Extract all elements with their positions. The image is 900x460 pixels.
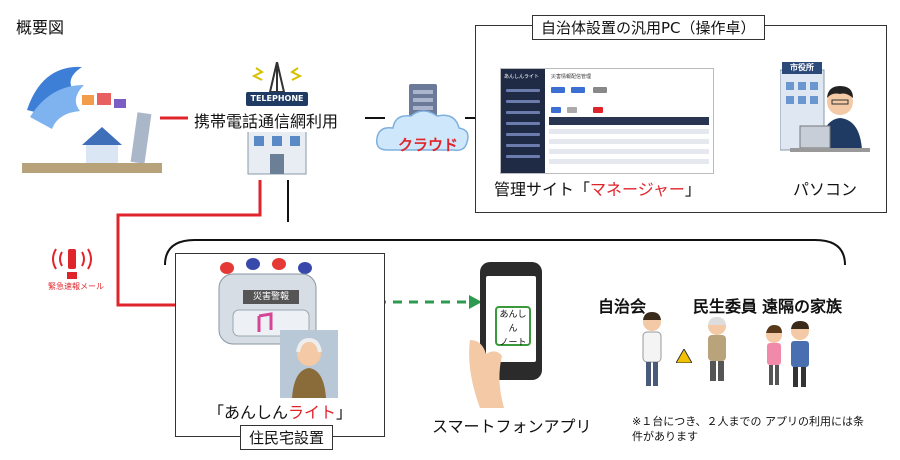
elderly-person-illustration xyxy=(280,330,338,398)
smartphone: あんしん ノート xyxy=(480,262,542,380)
mobile-network-label: 携帯電話通信網利用 xyxy=(192,108,341,132)
pc-label: パソコン xyxy=(793,180,858,199)
group-brace xyxy=(164,239,846,266)
manager-header: 災害情報配信管理 xyxy=(551,74,592,80)
warning-sign-icon xyxy=(675,347,693,364)
emergency-mail-label: 緊急速報メール xyxy=(48,282,104,291)
group-label-welfare: 民生委員 xyxy=(693,297,758,316)
manager-app-name: あんしんライト xyxy=(504,74,540,80)
anshin-light-label: 「あんしんライト」 xyxy=(208,403,353,422)
neighborhood-person-icon xyxy=(636,310,668,390)
welfare-person-icon xyxy=(700,315,734,385)
disaster-illustration xyxy=(22,55,162,175)
telephone-sign: TELEPHONE xyxy=(250,94,304,103)
mail-glyph-icon xyxy=(67,272,77,279)
manager-site-label: 管理サイト「マネージャー」 xyxy=(494,180,701,199)
cloud-icon xyxy=(375,78,470,168)
hand-icon xyxy=(466,330,506,410)
city-hall-sign: 市役所 xyxy=(790,63,814,72)
anshin-note-app-icon[interactable]: あんしん ノート xyxy=(495,306,531,348)
city-hall-pc-illustration: 市役所 xyxy=(779,60,875,170)
device-display-text: 災害警報 xyxy=(252,292,289,302)
group-label-neighborhood: 自治会 xyxy=(598,297,647,316)
manager-site-screenshot: あんしんライト 災害情報配信管理 xyxy=(500,68,714,174)
smartphone-app-label: スマートフォンアプリ xyxy=(432,417,592,436)
residence-tag: 住民宅設置 xyxy=(240,425,334,450)
anshin-light-device: 災害警報 xyxy=(215,258,320,346)
family-persons-icon xyxy=(760,315,820,390)
pc-box-title: 自治体設置の汎用PC（操作卓） xyxy=(532,15,765,40)
group-label-family: 遠隔の家族 xyxy=(762,297,843,316)
cloud-label: クラウド xyxy=(398,136,459,154)
footnote-line1: ※１台につき、２人までの アプリの利用には条 xyxy=(632,415,864,428)
emergency-mail-icon xyxy=(48,245,96,275)
page-title: 概要図 xyxy=(16,18,65,37)
emergency-red-link xyxy=(116,180,262,307)
footnote-line2: 件があります xyxy=(632,430,698,443)
